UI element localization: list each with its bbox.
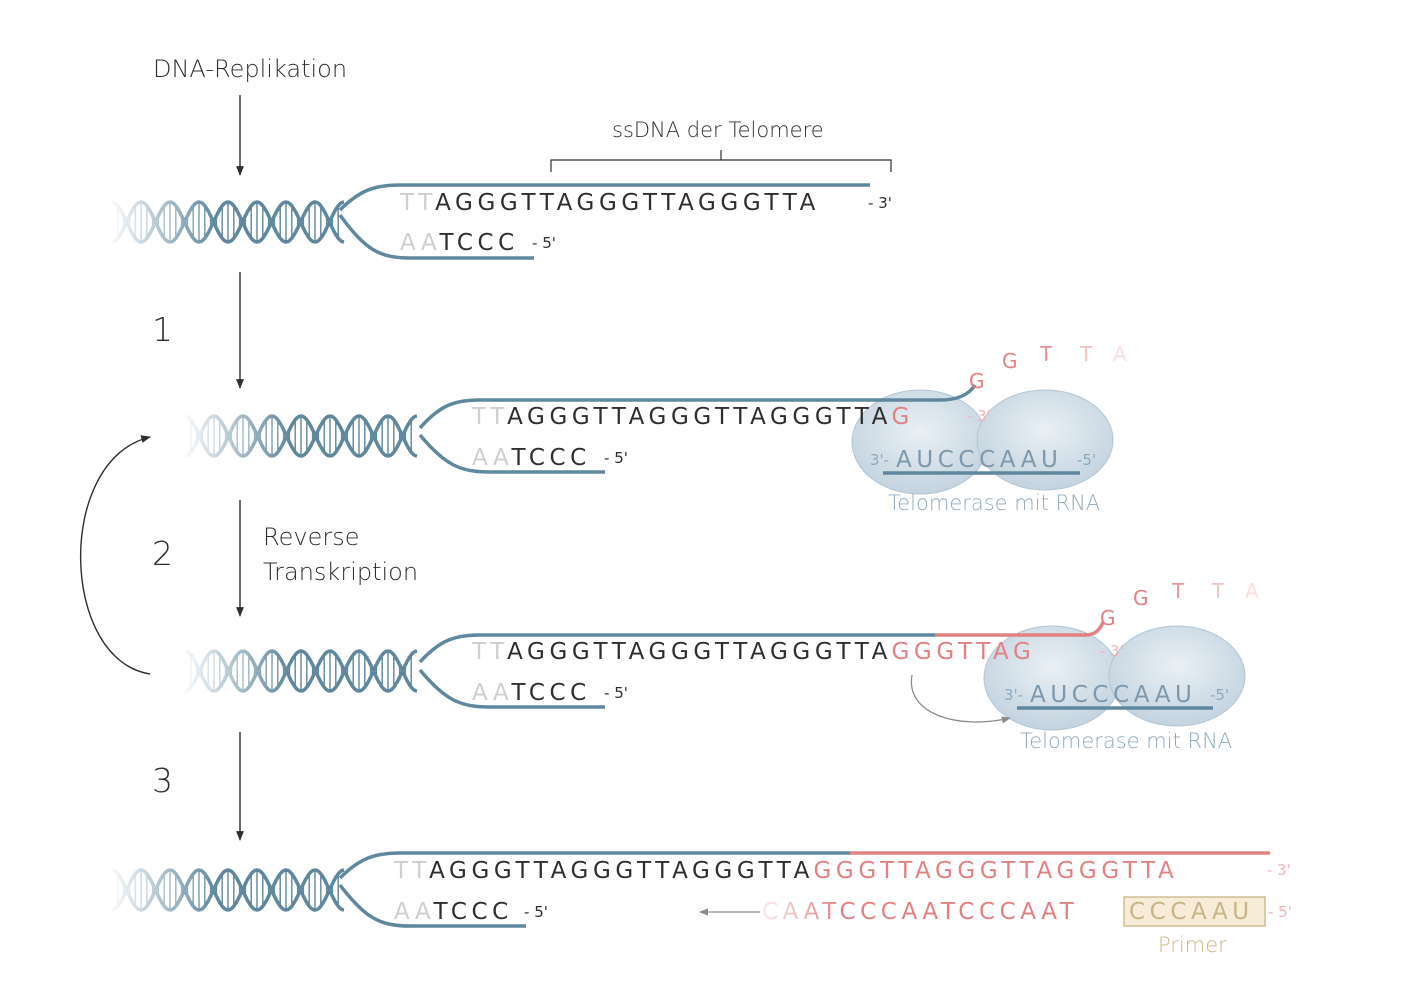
row2-rna-template: AUCCCAAU [896, 447, 1063, 473]
dna-helix-row1 [107, 197, 345, 247]
dna-replication-label: DNA-Replikation [153, 55, 347, 83]
incoming-nucleotide-g2: G [1002, 349, 1018, 373]
row1-top-3prime: - 3' [868, 194, 892, 212]
helix-fade [107, 865, 217, 915]
primer-label: Primer [1158, 933, 1227, 957]
row4-top-strand [338, 851, 850, 880]
row1-top-seq-rest: AGGGTTAGGGTTAGGGTTA [435, 190, 820, 216]
row2-rna-5prime: -5' [1077, 451, 1096, 469]
row3-rna-3prime: 3'- [1004, 686, 1023, 704]
row2-bottom-strand [418, 433, 605, 474]
row1-bottom-strand [338, 213, 534, 260]
dna-helix-row4 [107, 865, 345, 915]
helix-fade [180, 646, 290, 696]
row3-bottom-strand [418, 668, 605, 709]
repeat-loop-arrow [79, 435, 151, 675]
row4-bottom-sequence: AATCCC [394, 899, 513, 925]
primer-sequence: CCCAAU [1129, 899, 1254, 925]
row2-bottom-sequence: AATCCC [472, 445, 591, 471]
reverse-transcription-label-line1: Reverse [263, 523, 359, 551]
row3-bottom-sequence: AATCCC [472, 680, 591, 706]
reverse-transcription-label-line2: Transkription [263, 558, 418, 586]
row2-bottom-5prime: - 5' [604, 449, 628, 467]
incoming-nucleotide-a: A [1113, 342, 1127, 366]
primer-box [1123, 896, 1266, 927]
step-3-number: 3 [152, 761, 173, 800]
row4-bottom-strand [338, 883, 526, 928]
row1-bottom-sequence: AATCCC [400, 230, 519, 256]
translocation-arrow [910, 674, 1011, 724]
row3-top-sequence: TTAGGGTTAGGGTTAGGGTTAGGGTTAG [471, 639, 1035, 665]
row4-top-3prime: - 3' [1267, 861, 1291, 879]
incoming-nucleotide-row3-t2: T [1211, 579, 1225, 603]
helix-fade [180, 411, 290, 461]
row4-new-strand-5prime: - 5' [1268, 903, 1292, 921]
row2-top-strand [418, 384, 977, 430]
row3-top-3prime: - 3' [1100, 642, 1124, 660]
incoming-nucleotide-row3-g2: G [1133, 586, 1149, 610]
row1-top-sequence: TTAGGGTTAGGGTTAGGGTTA [399, 190, 820, 216]
ssdna-bracket [550, 150, 892, 172]
row4-bottom-5prime: - 5' [524, 903, 548, 921]
incoming-nucleotide-row3-t1: T [1171, 579, 1185, 603]
incoming-nucleotide-t2: T [1079, 342, 1093, 366]
row3-top-extension-strand [935, 621, 1105, 637]
helix-fade [107, 197, 217, 247]
row3-rna-template: AUCCCAAU [1030, 682, 1197, 708]
row2-top-sequence: TTAGGGTTAGGGTTAGGGTTAG [471, 404, 914, 430]
row1-top-strand [338, 183, 870, 212]
telomerase-enzyme-row2-right [976, 389, 1114, 491]
row3-bottom-5prime: - 5' [604, 684, 628, 702]
ssdna-bracket-label: ssDNA der Telomere [612, 118, 824, 142]
row4-top-sequence: TTAGGGTTAGGGTTAGGGTTAGGGTTAGGGTTAGGGTTA [393, 858, 1178, 884]
row3-rna-5prime: -5' [1210, 686, 1229, 704]
row3-top-strand [418, 633, 935, 664]
step-2-number: 2 [152, 534, 173, 573]
row3-enzyme-label: Telomerase mit RNA [1020, 729, 1232, 753]
dna-helix-row2 [180, 411, 418, 461]
incoming-nucleotide-g1: G [969, 369, 985, 393]
incoming-nucleotide-row3-a: A [1245, 579, 1259, 603]
row2-top-3prime: - 3' [967, 407, 991, 425]
incoming-nucleotide-t1: T [1039, 342, 1053, 366]
row1-bottom-5prime: - 5' [532, 234, 556, 252]
row4-new-strand-sequence: CAATCCCAATCCCAAT [762, 899, 1078, 925]
row2-rna-3prime: 3'- [870, 451, 889, 469]
row2-enzyme-label: Telomerase mit RNA [888, 491, 1100, 515]
step-1-number: 1 [152, 310, 173, 349]
incoming-nucleotide-row3-g1: G [1100, 606, 1116, 630]
dna-helix-row3 [180, 646, 418, 696]
telomerase-enzyme-row3-right [1108, 625, 1246, 727]
